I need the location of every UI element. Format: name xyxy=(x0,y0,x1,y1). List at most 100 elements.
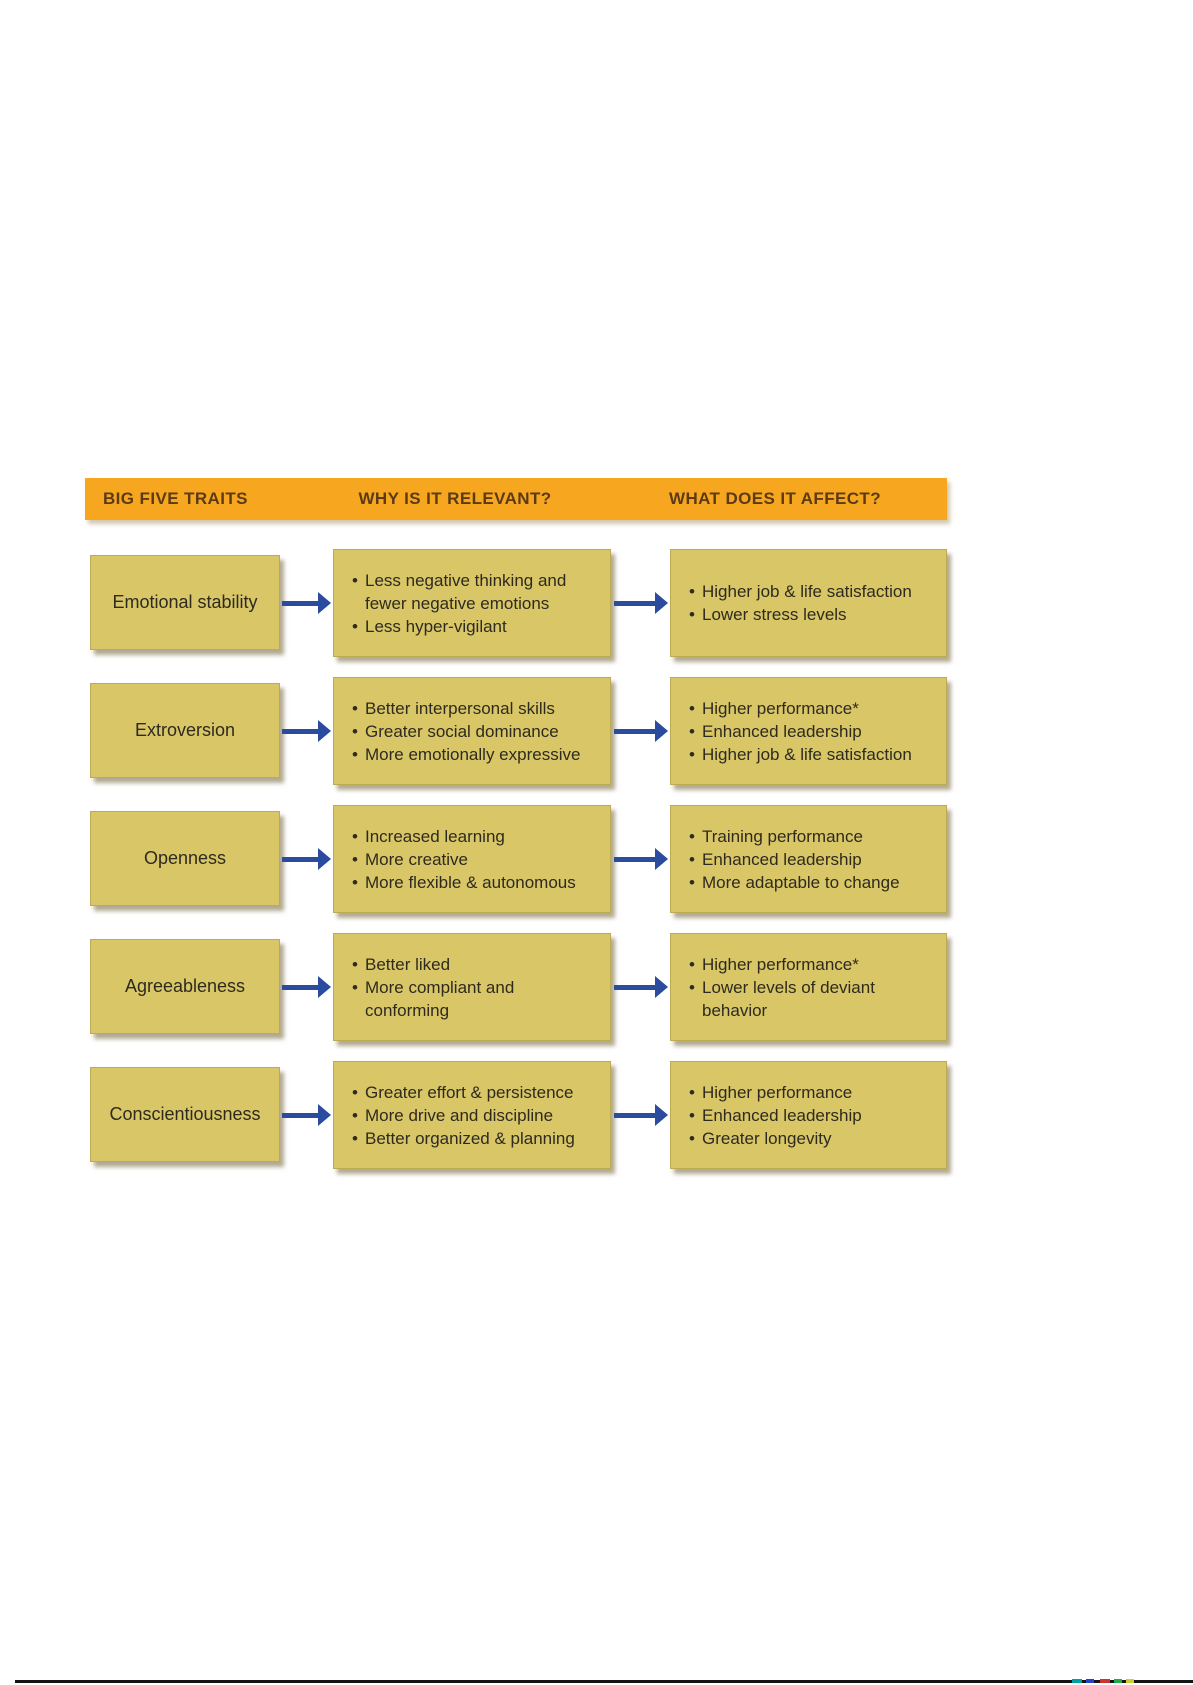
flow-arrow-icon xyxy=(614,848,668,870)
arrow-shaft xyxy=(282,1113,320,1118)
relevance-list: Increased learningMore creativeMore flex… xyxy=(334,821,610,898)
bullet-item: Less hyper-vigilant xyxy=(352,615,602,638)
trait-row: Agreeableness Better likedMore compliant… xyxy=(0,933,1193,1041)
bullet-item: Higher job & life satisfaction xyxy=(689,580,938,603)
bullet-item: Enhanced leadership xyxy=(689,848,938,871)
trait-box: Extroversion xyxy=(90,683,280,778)
arrow-head xyxy=(655,1104,668,1126)
arrow-head xyxy=(655,720,668,742)
bullet-item: Higher performance xyxy=(689,1081,938,1104)
relevance-list: Better interpersonal skillsGreater socia… xyxy=(334,693,610,770)
scan-artifact-dash xyxy=(1100,1679,1110,1683)
affects-box: Higher job & life satisfactionLower stre… xyxy=(670,549,947,657)
flow-arrow-icon xyxy=(282,976,331,998)
trait-label: Openness xyxy=(143,848,227,868)
trait-row: Openness Increased learningMore creative… xyxy=(0,805,1193,913)
arrow-shaft xyxy=(282,601,320,606)
flow-arrow-icon xyxy=(614,720,668,742)
arrow-head xyxy=(655,976,668,998)
relevance-list: Better likedMore compliant and conformin… xyxy=(334,949,610,1026)
affects-list: Higher performance*Enhanced leadershipHi… xyxy=(671,693,946,770)
bullet-item: Greater longevity xyxy=(689,1127,938,1150)
relevance-box: Greater effort & persistenceMore drive a… xyxy=(333,1061,611,1169)
bullet-item: Higher performance* xyxy=(689,953,938,976)
trait-box: Openness xyxy=(90,811,280,906)
scan-artifact-dash xyxy=(1126,1679,1134,1683)
relevance-box: Increased learningMore creativeMore flex… xyxy=(333,805,611,913)
trait-box: Conscientiousness xyxy=(90,1067,280,1162)
flow-arrow-icon xyxy=(614,592,668,614)
arrow-shaft xyxy=(614,729,657,734)
arrow-shaft xyxy=(614,601,657,606)
bullet-item: More creative xyxy=(352,848,602,871)
header-relevance-label: WHY IS IT RELEVANT? xyxy=(358,489,552,508)
trait-label: Emotional stability xyxy=(112,592,258,612)
arrow-head xyxy=(318,848,331,870)
trait-label: Conscientiousness xyxy=(109,1104,261,1124)
trait-label: Extroversion xyxy=(134,720,236,740)
bullet-item: Better liked xyxy=(352,953,602,976)
bullet-item: Higher job & life satisfaction xyxy=(689,743,938,766)
bullet-item: Enhanced leadership xyxy=(689,720,938,743)
flow-arrow-icon xyxy=(614,976,668,998)
bullet-item: Training performance xyxy=(689,825,938,848)
flow-arrow-icon xyxy=(282,848,331,870)
arrow-head xyxy=(655,848,668,870)
arrow-shaft xyxy=(614,985,657,990)
trait-row: Extroversion Better interpersonal skills… xyxy=(0,677,1193,785)
flow-arrow-icon xyxy=(282,1104,331,1126)
bullet-item: More adaptable to change xyxy=(689,871,938,894)
bullet-item: Lower levels of deviant behavior xyxy=(689,976,938,1022)
bullet-item: Enhanced leadership xyxy=(689,1104,938,1127)
affects-box: Higher performanceEnhanced leadershipGre… xyxy=(670,1061,947,1169)
scan-artifact-dash xyxy=(1072,1679,1082,1683)
affects-list: Higher performanceEnhanced leadershipGre… xyxy=(671,1077,946,1154)
trait-box: Emotional stability xyxy=(90,555,280,650)
header-traits-label: BIG FIVE TRAITS xyxy=(103,489,248,508)
trait-row: Emotional stability Less negative thinki… xyxy=(0,549,1193,657)
affects-box: Higher performance*Enhanced leadershipHi… xyxy=(670,677,947,785)
bullet-item: More flexible & autonomous xyxy=(352,871,602,894)
arrow-head xyxy=(655,592,668,614)
header-affects-label: WHAT DOES IT AFFECT? xyxy=(669,489,881,508)
arrow-shaft xyxy=(614,1113,657,1118)
bullet-item: More drive and discipline xyxy=(352,1104,602,1127)
bullet-item: Better interpersonal skills xyxy=(352,697,602,720)
flow-arrow-icon xyxy=(282,592,331,614)
affects-list: Higher performance*Lower levels of devia… xyxy=(671,949,946,1026)
bullet-item: Increased learning xyxy=(352,825,602,848)
bullet-item: Greater social dominance xyxy=(352,720,602,743)
arrow-head xyxy=(318,592,331,614)
bullet-item: Higher performance* xyxy=(689,697,938,720)
affects-list: Higher job & life satisfactionLower stre… xyxy=(671,576,946,630)
affects-list: Training performanceEnhanced leadershipM… xyxy=(671,821,946,898)
arrow-shaft xyxy=(282,985,320,990)
bullet-item: More emotionally expressive xyxy=(352,743,602,766)
arrow-head xyxy=(318,720,331,742)
arrow-shaft xyxy=(282,857,320,862)
trait-box: Agreeableness xyxy=(90,939,280,1034)
affects-box: Training performanceEnhanced leadershipM… xyxy=(670,805,947,913)
flow-arrow-icon xyxy=(614,1104,668,1126)
bullet-item: More compliant and conforming xyxy=(352,976,602,1022)
bullet-item: Better organized & planning xyxy=(352,1127,602,1150)
relevance-box: Less negative thinking and fewer negativ… xyxy=(333,549,611,657)
column-header-bar: BIG FIVE TRAITS WHY IS IT RELEVANT? WHAT… xyxy=(85,478,947,520)
relevance-box: Better likedMore compliant and conformin… xyxy=(333,933,611,1041)
bullet-item: Less negative thinking and fewer negativ… xyxy=(352,569,602,615)
arrow-shaft xyxy=(614,857,657,862)
flow-arrow-icon xyxy=(282,720,331,742)
affects-box: Higher performance*Lower levels of devia… xyxy=(670,933,947,1041)
relevance-list: Less negative thinking and fewer negativ… xyxy=(334,565,610,642)
scan-artifact-dash xyxy=(1114,1679,1122,1683)
scan-artifact-line xyxy=(15,1680,1193,1683)
arrow-shaft xyxy=(282,729,320,734)
relevance-box: Better interpersonal skillsGreater socia… xyxy=(333,677,611,785)
bullet-item: Lower stress levels xyxy=(689,603,938,626)
arrow-head xyxy=(318,1104,331,1126)
bullet-item: Greater effort & persistence xyxy=(352,1081,602,1104)
trait-row: Conscientiousness Greater effort & persi… xyxy=(0,1061,1193,1169)
arrow-head xyxy=(318,976,331,998)
relevance-list: Greater effort & persistenceMore drive a… xyxy=(334,1077,610,1154)
